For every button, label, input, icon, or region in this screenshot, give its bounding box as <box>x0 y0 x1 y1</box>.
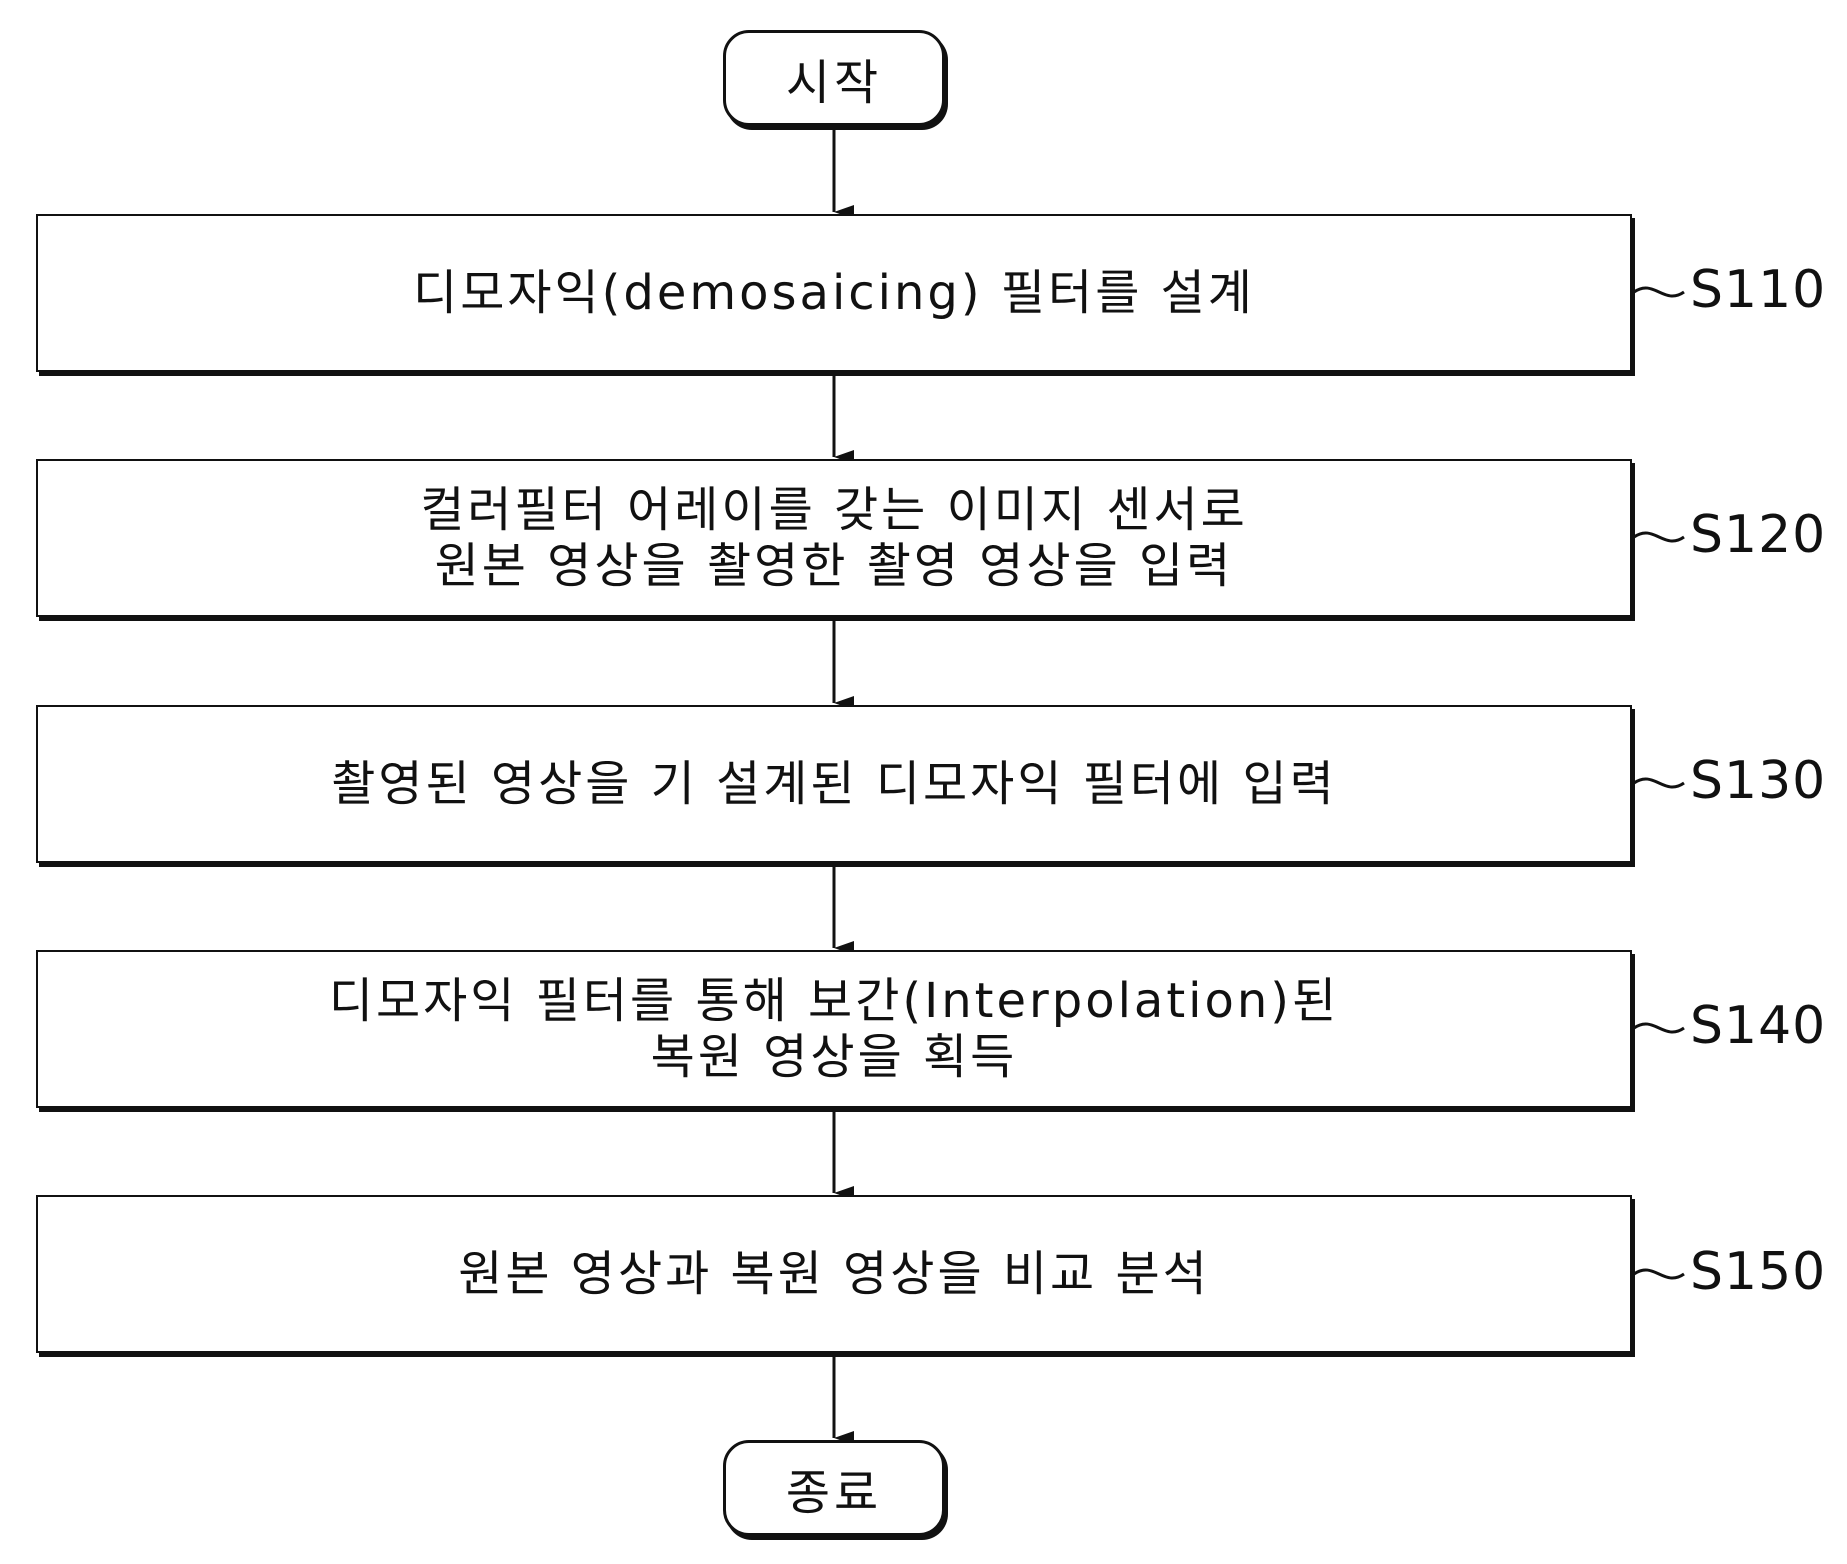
step-s140-line-1: 디모자익 필터를 통해 보간(Interpolation)된 <box>329 973 1339 1029</box>
end-terminal: 종료 <box>723 1440 945 1536</box>
step-s150-line-1: 원본 영상과 복원 영상을 비교 분석 <box>458 1246 1210 1302</box>
step-box-s130: 촬영된 영상을 기 설계된 디모자익 필터에 입력 <box>36 705 1632 863</box>
step-s120-line-2: 원본 영상을 촬영한 촬영 영상을 입력 <box>435 538 1234 594</box>
step-s130-line-1: 촬영된 영상을 기 설계된 디모자익 필터에 입력 <box>331 756 1337 812</box>
step-id-s150: S150 <box>1690 1242 1826 1302</box>
start-terminal: 시작 <box>723 30 945 126</box>
start-label: 시작 <box>786 43 882 113</box>
step-box-s110: 디모자익(demosaicing) 필터를 설계 <box>36 214 1632 372</box>
leader-s120 <box>1634 533 1684 541</box>
step-box-s120: 컬러필터 어레이를 갖는 이미지 센서로 원본 영상을 촬영한 촬영 영상을 입… <box>36 459 1632 617</box>
step-id-s110: S110 <box>1690 260 1826 320</box>
step-s120-line-1: 컬러필터 어레이를 갖는 이미지 센서로 <box>420 482 1248 538</box>
step-id-s130: S130 <box>1690 751 1826 811</box>
step-box-s140: 디모자익 필터를 통해 보간(Interpolation)된 복원 영상을 획득 <box>36 950 1632 1108</box>
step-s140-line-2: 복원 영상을 획득 <box>651 1029 1018 1085</box>
end-label: 종료 <box>786 1453 882 1523</box>
leader-s110 <box>1634 288 1684 296</box>
leader-s150 <box>1634 1270 1684 1278</box>
leader-s140 <box>1634 1024 1684 1032</box>
step-id-s140: S140 <box>1690 996 1826 1056</box>
leader-s130 <box>1634 779 1684 787</box>
step-id-s120: S120 <box>1690 505 1826 565</box>
step-box-s150: 원본 영상과 복원 영상을 비교 분석 <box>36 1195 1632 1353</box>
step-s110-line-1: 디모자익(demosaicing) 필터를 설계 <box>413 265 1255 321</box>
